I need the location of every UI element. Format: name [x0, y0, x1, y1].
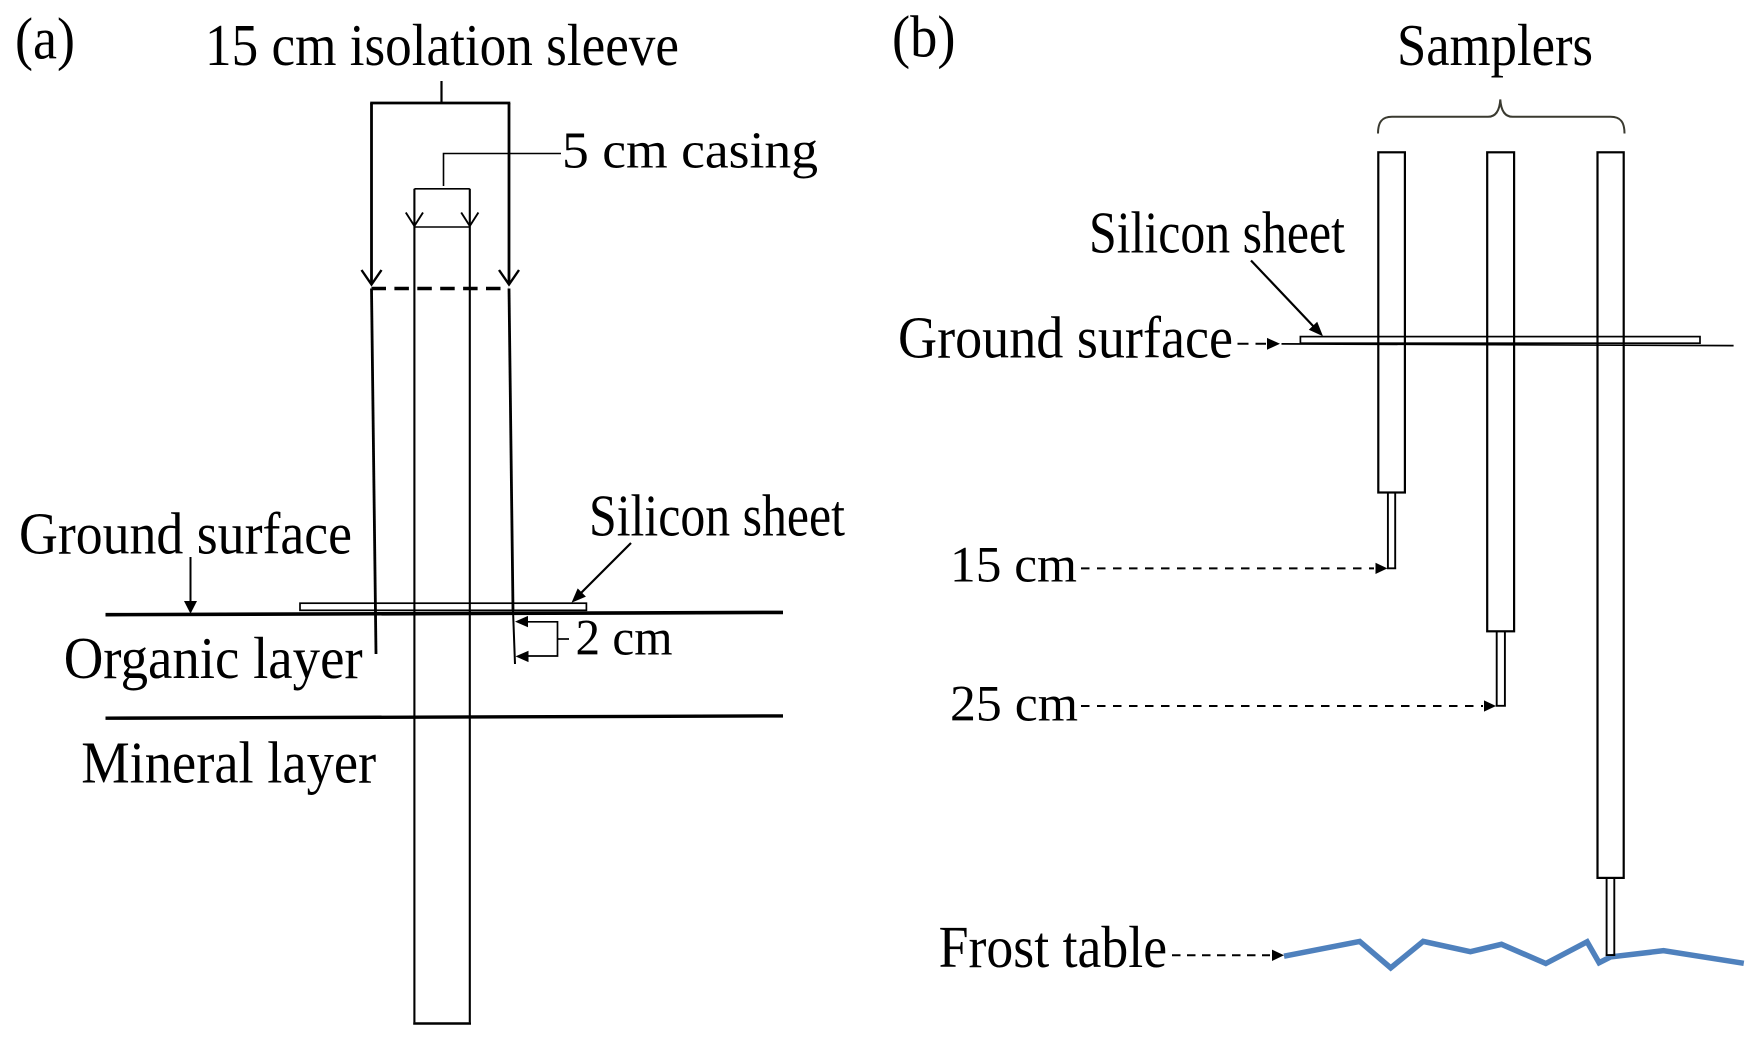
svg-text:Frost table: Frost table	[939, 914, 1168, 980]
svg-text:Mineral layer: Mineral layer	[81, 730, 376, 796]
svg-text:Silicon sheet: Silicon sheet	[589, 482, 846, 548]
svg-text:Samplers: Samplers	[1397, 12, 1593, 78]
svg-text:25 cm: 25 cm	[950, 677, 1078, 733]
svg-text:2 cm: 2 cm	[576, 611, 673, 667]
svg-text:Silicon sheet: Silicon sheet	[1089, 199, 1346, 265]
svg-text:Ground surface: Ground surface	[19, 500, 352, 566]
svg-text:(b): (b)	[892, 4, 956, 70]
svg-text:15 cm isolation sleeve: 15 cm isolation sleeve	[205, 12, 679, 78]
svg-text:Ground surface: Ground surface	[898, 304, 1233, 370]
svg-text:(a): (a)	[15, 6, 75, 72]
svg-text:15 cm: 15 cm	[950, 538, 1077, 594]
svg-text:Organic layer: Organic layer	[64, 625, 363, 691]
svg-text:5 cm casing: 5 cm casing	[562, 123, 818, 180]
